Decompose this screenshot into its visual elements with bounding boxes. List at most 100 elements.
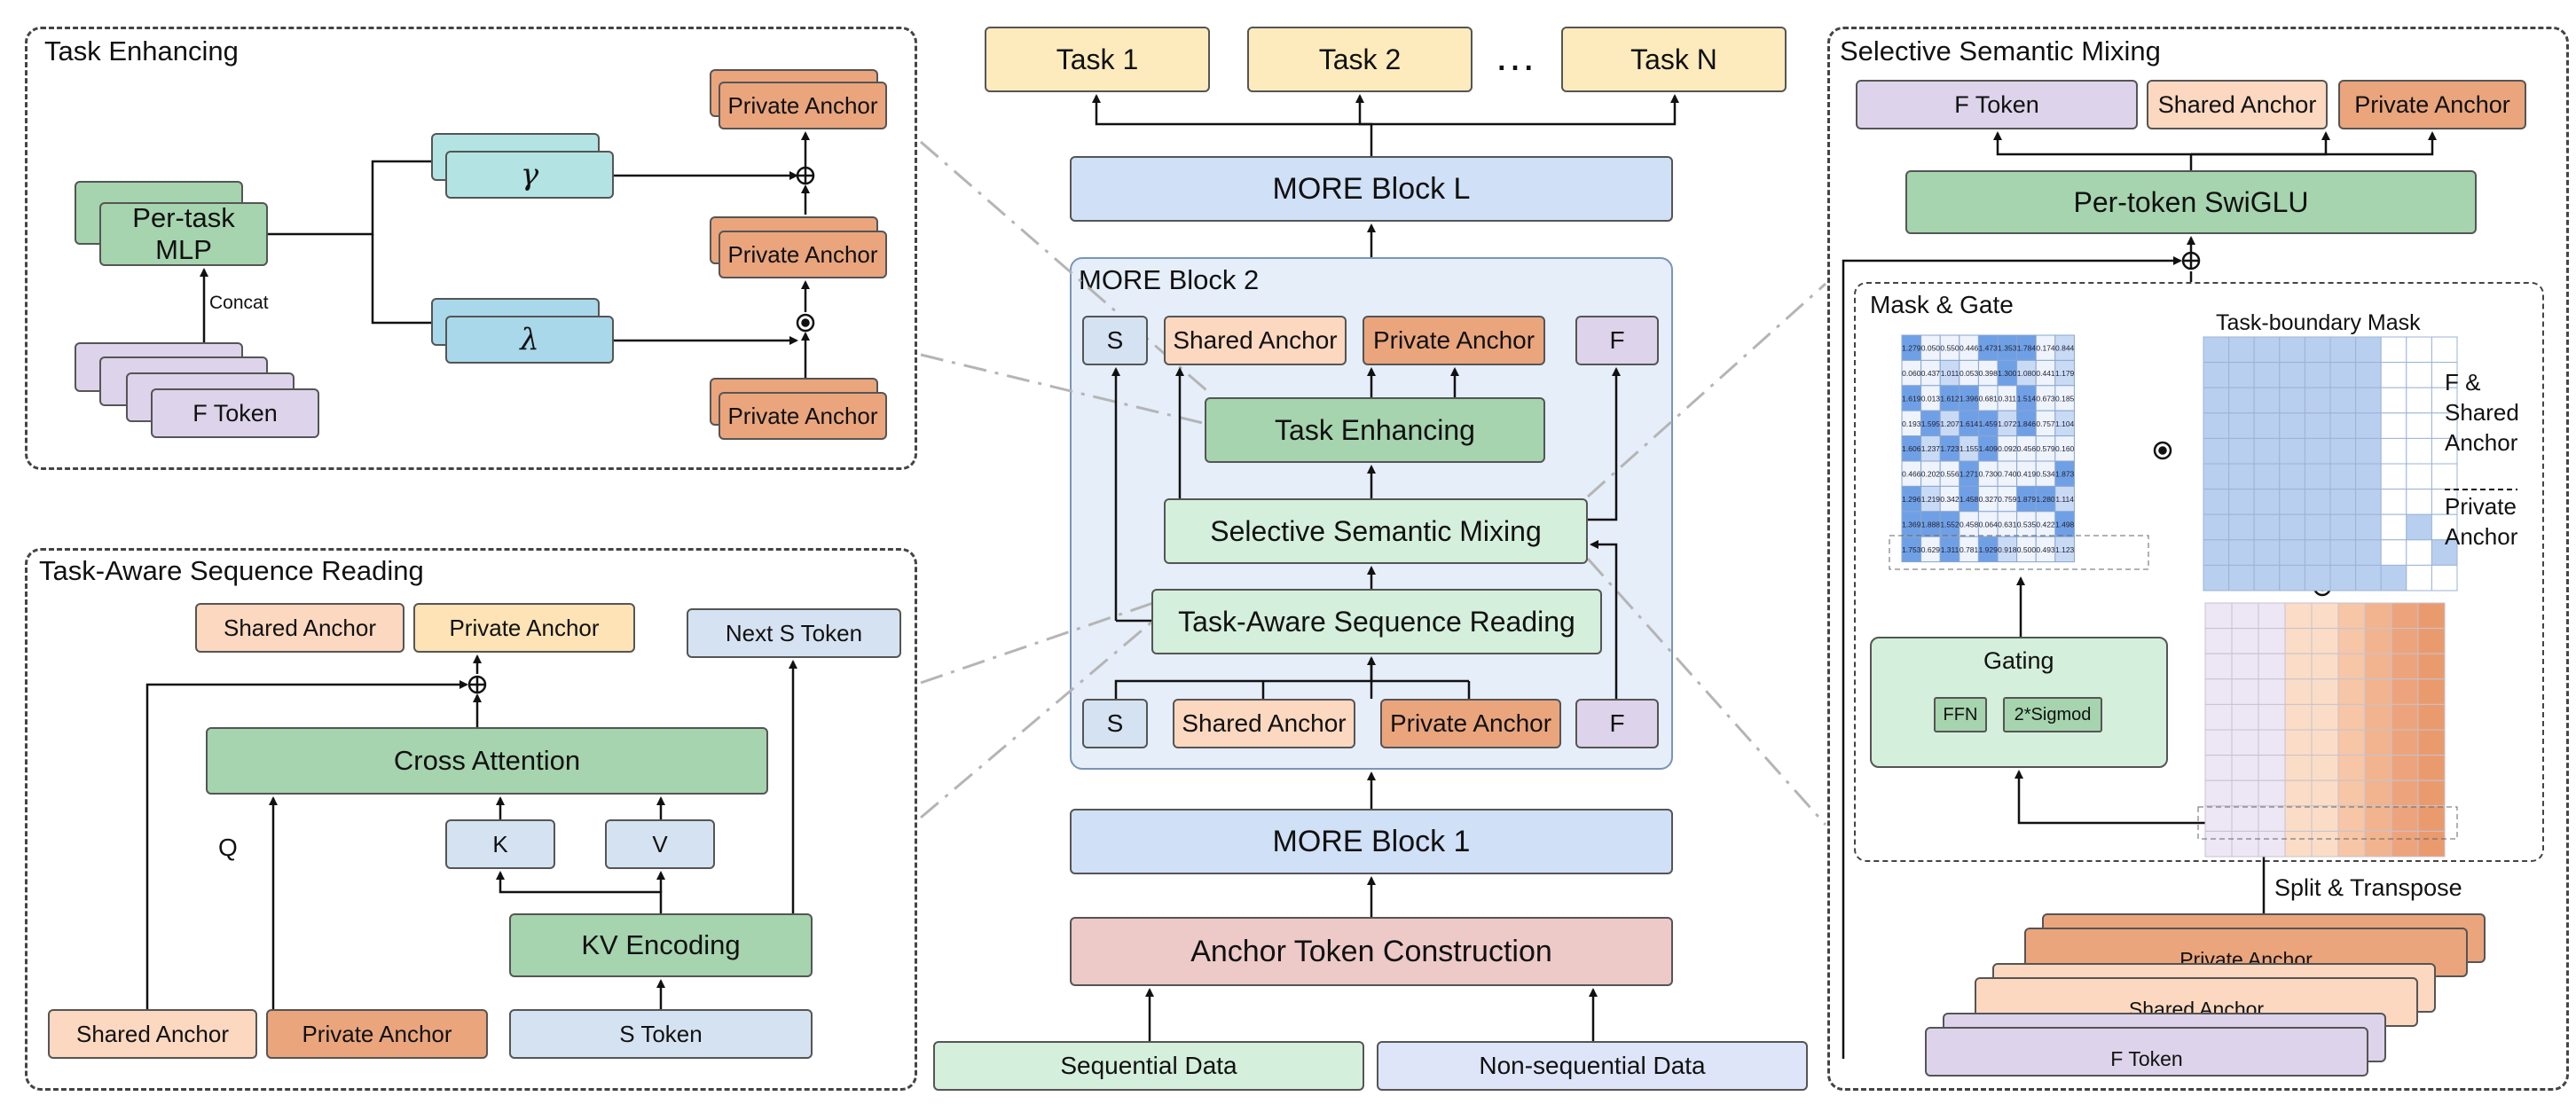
- mask-cell: [2253, 412, 2281, 439]
- task-ellipsis: …: [1494, 33, 1536, 80]
- mask-cell: [2329, 463, 2357, 490]
- lambda-box: λ: [445, 316, 614, 364]
- matrix-value: 1.072: [1998, 419, 2017, 428]
- transpose-cell: [2258, 703, 2286, 731]
- matrix-value: 0.013: [1921, 394, 1941, 403]
- matrix-value: 0.437: [1921, 369, 1941, 378]
- matrix-value: 1.179: [2055, 369, 2075, 378]
- f-token-box: F Token: [151, 388, 319, 438]
- transpose-cell: [2284, 703, 2313, 731]
- mask-gate-title: Mask & Gate: [1870, 291, 2014, 318]
- transpose-cell: [2231, 703, 2259, 731]
- reading-shared-anchor-top: Shared Anchor: [195, 603, 404, 653]
- matrix-value: 1.873: [2055, 470, 2075, 479]
- matrix-value: 0.466: [1902, 470, 1921, 479]
- mask-cell: [2304, 463, 2331, 490]
- transpose-cell: [2337, 729, 2366, 756]
- transpose-cell: [2231, 779, 2259, 807]
- mask-cell: [2228, 412, 2255, 439]
- mask-cell: [2228, 387, 2255, 414]
- connector-arrow: [1092, 94, 1373, 156]
- transpose-cell: [2258, 755, 2286, 781]
- mask-cell: [2355, 463, 2382, 490]
- transpose-cell: [2337, 602, 2366, 630]
- zoom-line: [920, 601, 1154, 685]
- connector-arrow: [1355, 94, 1371, 126]
- zoom-line: [1586, 282, 1827, 498]
- matrix-value: 0.311: [1999, 394, 2017, 403]
- kv-encoding-box: KV Encoding: [509, 913, 813, 977]
- q-label: Q: [218, 834, 238, 861]
- mask-cell: [2279, 489, 2305, 515]
- transpose-cell: [2391, 653, 2419, 680]
- matrix-value: 0.556: [1940, 470, 1959, 479]
- per-token-swiglu-box: Per-token SwiGLU: [1905, 170, 2477, 234]
- matrix-value: 0.781: [1959, 545, 1979, 554]
- transpose-cell: [2311, 703, 2339, 731]
- mask-cell: [2355, 437, 2382, 465]
- mask-cell: [2253, 387, 2281, 414]
- mask-cell: [2380, 489, 2407, 515]
- matrix-value: 0.202: [1921, 470, 1941, 479]
- transpose-cell: [2284, 602, 2313, 630]
- transpose-cell: [2311, 628, 2339, 654]
- matrix-value: 1.123: [2055, 545, 2075, 554]
- mask-cell: [2304, 564, 2331, 591]
- private-anchor-bottom: Private Anchor: [719, 392, 887, 440]
- mask-cell: [2431, 437, 2458, 465]
- transpose-cell: [2231, 729, 2259, 756]
- transpose-cell: [2258, 602, 2286, 630]
- transpose-cell: [2417, 779, 2446, 807]
- mask-cell: [2203, 437, 2230, 465]
- mask-cell: [2203, 362, 2230, 388]
- matrix-value: 1.753: [1902, 545, 1921, 554]
- matrix-value: 0.441: [2036, 369, 2055, 378]
- cross-attention-box: Cross Attention: [206, 727, 768, 795]
- transpose-cell: [2284, 779, 2313, 807]
- boundary-mask-title: Task-boundary Mask: [2216, 310, 2421, 335]
- product-dot: [801, 318, 810, 327]
- stack-f-token: F Token: [1925, 1027, 2368, 1077]
- mask-cell: [2253, 564, 2281, 591]
- block2-bottom-private-anchor: Private Anchor: [1380, 699, 1561, 748]
- transpose-cell: [2231, 755, 2259, 781]
- mask-cell: [2203, 489, 2230, 515]
- per-task-mlp-box: Per-task MLP: [99, 202, 268, 266]
- mask-cell: [2355, 489, 2382, 515]
- mix-private-anchor: Private Anchor: [2338, 80, 2526, 129]
- matrix-value: 0.060: [1902, 369, 1921, 378]
- reading-panel-title: Task-Aware Sequence Reading: [39, 555, 424, 586]
- mask-cell: [2253, 437, 2281, 465]
- matrix-value: 1.011: [1941, 369, 1959, 378]
- matrix-value: 0.174: [2036, 344, 2055, 353]
- mask-cell: [2355, 412, 2382, 439]
- matrix-value: 1.114: [2055, 495, 2074, 504]
- matrix-value: 1.271: [1959, 470, 1979, 479]
- matrix-value: 1.311: [1941, 545, 1959, 554]
- transpose-cell: [2364, 729, 2392, 756]
- mask-cell: [2329, 412, 2357, 439]
- transpose-cell: [2204, 805, 2233, 832]
- more-block-2-title: MORE Block 2: [1079, 264, 1260, 295]
- s-token-box: S Token: [509, 1009, 813, 1059]
- transpose-cell: [2204, 830, 2233, 857]
- mask-cell: [2406, 463, 2432, 490]
- transpose-cell: [2337, 830, 2366, 857]
- matrix-value: 1.888: [1921, 520, 1941, 529]
- transpose-cell: [2337, 755, 2366, 781]
- matrix-value: 1.595: [1921, 419, 1941, 428]
- matrix-value: 0.631: [1998, 520, 2017, 529]
- transpose-cell: [2364, 602, 2392, 630]
- transpose-cell: [2337, 628, 2366, 654]
- reading-private-anchor-bottom: Private Anchor: [266, 1009, 488, 1059]
- matrix-value: 1.280: [2036, 495, 2055, 504]
- matrix-value: 0.740: [1998, 470, 2017, 479]
- private-anchor-mask-label: Private Anchor: [2445, 493, 2518, 550]
- transpose-cell: [2284, 678, 2313, 705]
- transpose-cell: [2364, 779, 2392, 807]
- mask-cell: [2329, 489, 2357, 515]
- transpose-cell: [2258, 805, 2286, 832]
- matrix-value: 0.193: [1902, 419, 1921, 428]
- mask-cell: [2203, 336, 2230, 364]
